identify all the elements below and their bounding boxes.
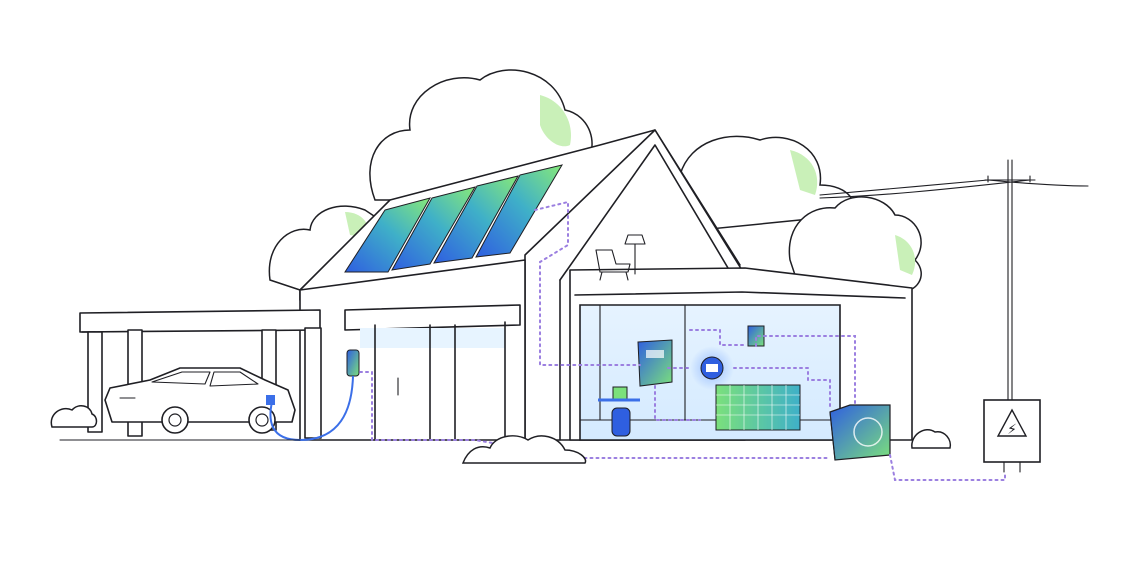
chair-icon [595,249,631,281]
water-tank-icon [598,386,640,437]
bush-icon [50,405,952,464]
battery-icon [715,384,801,431]
solar-panel-icon [344,164,564,273]
grid-box-icon: ⚡ [983,399,1041,473]
lamp-icon [624,234,646,275]
inverter-icon [637,339,673,387]
utility-pole-icon [819,159,1089,401]
car-icon [104,367,296,434]
garage-door [374,321,506,441]
heat-pump-icon [829,404,891,461]
tree-icon [268,205,382,291]
grid-box-symbol: ⚡ [1007,422,1017,438]
smart-meter-icon [690,346,734,390]
tree-icon [788,196,922,292]
energy-connections [359,200,1006,481]
